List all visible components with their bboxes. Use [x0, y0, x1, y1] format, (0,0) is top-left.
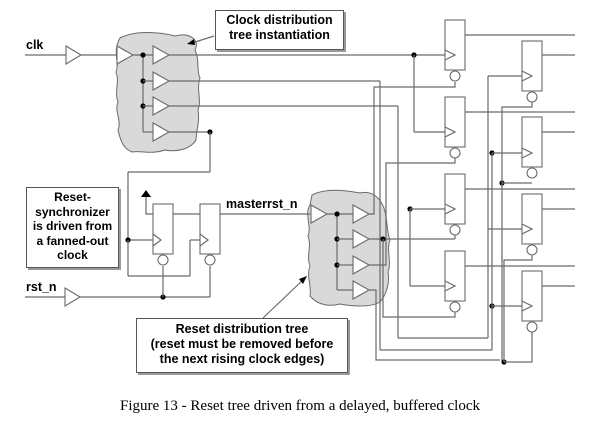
clk-label: clk [26, 38, 43, 52]
clk-input-buffer [65, 45, 83, 65]
rst-tree-leaf-buffers [352, 204, 371, 300]
clk-buffer-2 [152, 71, 171, 91]
callout-line: Reset distribution tree [175, 322, 309, 336]
junction [140, 52, 146, 58]
rst-n-buffer [64, 287, 82, 307]
reset-tree-callout: Reset distribution tree (reset must be r… [136, 318, 348, 373]
output-wires [465, 34, 575, 287]
clock-tree-callout: Clock distribution tree instantiation [215, 10, 344, 50]
reset-sync-callout: Reset- synchronizer is driven from a fan… [26, 187, 119, 268]
clock-tree-cloud [115, 32, 201, 153]
callout-line: clock [57, 248, 88, 262]
rst-tree-buffer-root [310, 204, 329, 224]
callout-line: a fanned-out [36, 233, 109, 248]
reset-callout-pointer [262, 278, 305, 319]
callout-line: Reset- [54, 190, 91, 204]
clk-tree-buffer-root [116, 45, 135, 65]
callout-line: synchronizer [35, 204, 110, 219]
junction [334, 211, 340, 217]
reset-tree-cloud [307, 189, 391, 307]
figure-caption: Figure 13 - Reset tree driven from a del… [120, 398, 480, 414]
callout-line: Clock distribution [226, 13, 333, 27]
sync-flipflop-1 [152, 203, 174, 266]
clk-buffer-1 [152, 45, 171, 65]
callout-line: is driven from [32, 219, 113, 233]
clk-buffer-4 [152, 122, 171, 142]
callout-line: tree instantiation [229, 28, 330, 42]
masterrst-n-label: masterrst_n [226, 197, 298, 211]
output-flipflops-col1 [444, 19, 466, 313]
callout-line: (reset must be removed before [150, 337, 334, 351]
clk-buffer-3 [152, 96, 171, 116]
callout-line: the next rising clock edges) [159, 352, 325, 366]
sync-flipflop-2 [199, 203, 221, 266]
arrowhead-icon [187, 39, 195, 45]
vcc-arrow-icon [141, 190, 151, 197]
output-flipflops-col2 [521, 40, 543, 333]
clock-callout-pointer [191, 35, 215, 44]
clk-tree-leaf-buffers [143, 45, 171, 142]
arrowhead-icon [299, 276, 307, 284]
rst-n-label: rst_n [26, 280, 57, 294]
